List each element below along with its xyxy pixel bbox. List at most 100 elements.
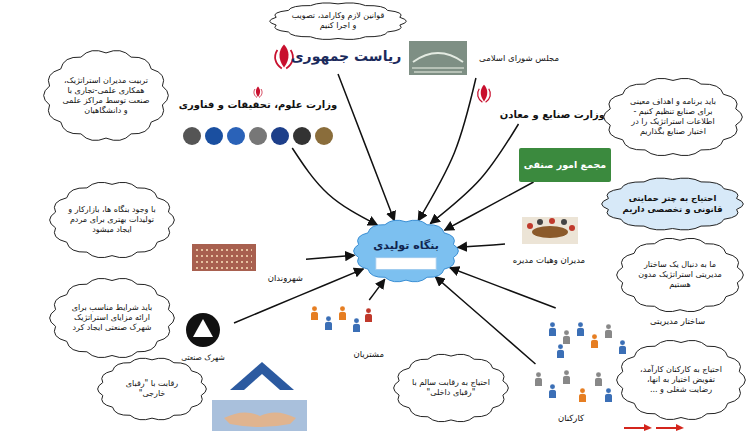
building-logo [230, 362, 294, 390]
parliament-photo [409, 41, 467, 75]
thought-cloud: رقابت با "رقبای خارجی" [96, 356, 208, 422]
text-group: بنگاه تولیدی [352, 239, 460, 253]
node-text: شهروندان [268, 273, 303, 284]
text-group: شهرک صنعتی [181, 353, 225, 362]
node-text: رقابت با "رقبای خارجی" [113, 379, 191, 399]
arrow-connector [234, 269, 363, 323]
cloud-shape [50, 278, 175, 357]
employees-figures [535, 370, 612, 402]
node-text: وزارت علوم، تحقیقات و فناوری [179, 99, 337, 112]
logo-shape [230, 362, 294, 390]
person-icon [579, 388, 586, 402]
person-dot [549, 218, 555, 224]
cloud-shape [604, 78, 743, 155]
person-icon [563, 330, 570, 344]
person-icon [563, 370, 570, 384]
red-arrow [656, 424, 684, 431]
person-icon [353, 318, 360, 332]
actor-label: کارکنان [525, 364, 617, 426]
node-text: شهرک صنعتی [181, 353, 225, 362]
thought-cloud: احتیاج به کارکنان کارآمد، تفویض اختیار ب… [615, 338, 747, 422]
photo-ground [522, 217, 578, 244]
person-icon [577, 322, 584, 336]
text-group: باید شرایط مناسب برای ارائه مزایای استرا… [67, 303, 157, 333]
node-text: مجلس شورای اسلامی [479, 53, 559, 64]
emblem-icon [478, 85, 491, 102]
actor-label: مجلس شورای اسلامی [406, 38, 562, 78]
text-group: کارکنان [558, 413, 584, 424]
crowd-dots [196, 250, 252, 268]
logo [227, 127, 245, 145]
node-text: احتیاج به چتر حمایتی قانونی و تخصصی داری… [622, 193, 724, 214]
person-icon [605, 324, 612, 338]
person-icon [325, 316, 332, 330]
node-text: مشتریان [353, 349, 384, 360]
thought-cloud: تربیت مدیران استراتژیک، همکاری علمی-تجار… [42, 48, 170, 143]
photo-ground [409, 41, 467, 75]
thought-cloud: باید برنامه و اهداف معینی برای صنایع تنظ… [602, 76, 744, 158]
arrow-connector [458, 244, 505, 247]
arrow-connector [435, 277, 535, 364]
central-cloud: بنگاه تولیدی [352, 218, 460, 284]
text-group: مشتریان [353, 349, 384, 360]
text-group: باید برنامه و اهداف معینی برای صنایع تنظ… [623, 97, 722, 137]
people-figures [549, 322, 626, 358]
industrial-town-logo [186, 313, 220, 347]
photo-ground [192, 244, 256, 271]
text-group: قوانین لازم وکارامد، تصویب و اجرا کنیم [289, 11, 387, 31]
text-group: احتیاج به چتر حمایتی قانونی و تخصصی داری… [622, 193, 724, 214]
node-text: تربیت مدیران استراتژیک، همکاری علمی-تجار… [61, 76, 151, 116]
text-group: احتیاج به رقابت سالم با "رقبای داخلی" [410, 378, 493, 398]
crowd-photo [192, 244, 256, 271]
thought-cloud: با وجود بنگاه ها، بازارکار و تولیدات بهت… [48, 180, 176, 260]
photo-rows [412, 68, 464, 72]
actor-label: وزارت علوم، تحقیقات و فناوری [175, 86, 341, 148]
cloud-shape [394, 354, 509, 422]
customers-figures [311, 306, 372, 332]
person-icon [549, 322, 556, 336]
cloud-shape [617, 238, 744, 311]
actor-label: شهرک صنعتی [172, 308, 234, 364]
emblem-icon [275, 44, 293, 68]
text-group: ما به دنبال یک ساختار مدیریتی استراتژیک … [635, 260, 726, 290]
arrow-connector [450, 268, 556, 308]
logo [183, 127, 201, 145]
person-icon [535, 372, 542, 386]
actor-label: مجمع امور صنفی [519, 148, 611, 182]
person-icon [557, 344, 564, 358]
competition-arrows [624, 424, 684, 431]
logo [249, 127, 267, 145]
emblem-icon [254, 87, 262, 98]
arrow-connector [445, 182, 534, 230]
text-group: مدیران وهیات مدیره [513, 255, 585, 266]
thought-cloud: احتیاج به چتر حمایتی قانونی و تخصصی داری… [600, 176, 745, 232]
meeting-photo [522, 217, 578, 244]
person-icon [591, 334, 598, 348]
red-arrow [624, 424, 652, 431]
thought-cloud: قوانین لازم وکارامد، تصویب و اجرا کنیم [268, 1, 408, 41]
text-group: احتیاج به کارکنان کارآمد، تفویض اختیار ب… [635, 365, 727, 395]
text-group: وزارت صنایع و معادن [500, 109, 605, 122]
person-icon [619, 340, 626, 354]
node-text: ساختار مدیریتی [650, 316, 705, 327]
handshake-photo [212, 400, 307, 431]
photo-arc [413, 53, 463, 62]
cloud-shape [270, 3, 407, 40]
logo-disc [186, 313, 220, 347]
node-text: کارکنان [558, 413, 584, 424]
arrow-connector [430, 124, 518, 224]
person-dot [537, 219, 543, 225]
blank-field [376, 258, 436, 270]
actor-label: مدیران وهیات مدیره [505, 214, 593, 268]
person-icon [605, 388, 612, 402]
actor-label: مشتریان [305, 300, 387, 362]
text-group: با وجود بنگاه ها، بازارکار و تولیدات بهت… [67, 205, 157, 235]
node-text: مدیران وهیات مدیره [513, 255, 585, 266]
logo-shape [244, 374, 280, 390]
node-text: احتیاج به رقابت سالم با "رقبای داخلی" [410, 378, 493, 398]
person-dot [527, 223, 533, 229]
arrow-connector [306, 255, 354, 259]
text-group: ریاست جمهوری [291, 48, 401, 66]
node-text: باید برنامه و اهداف معینی برای صنایع تنظ… [623, 97, 722, 137]
